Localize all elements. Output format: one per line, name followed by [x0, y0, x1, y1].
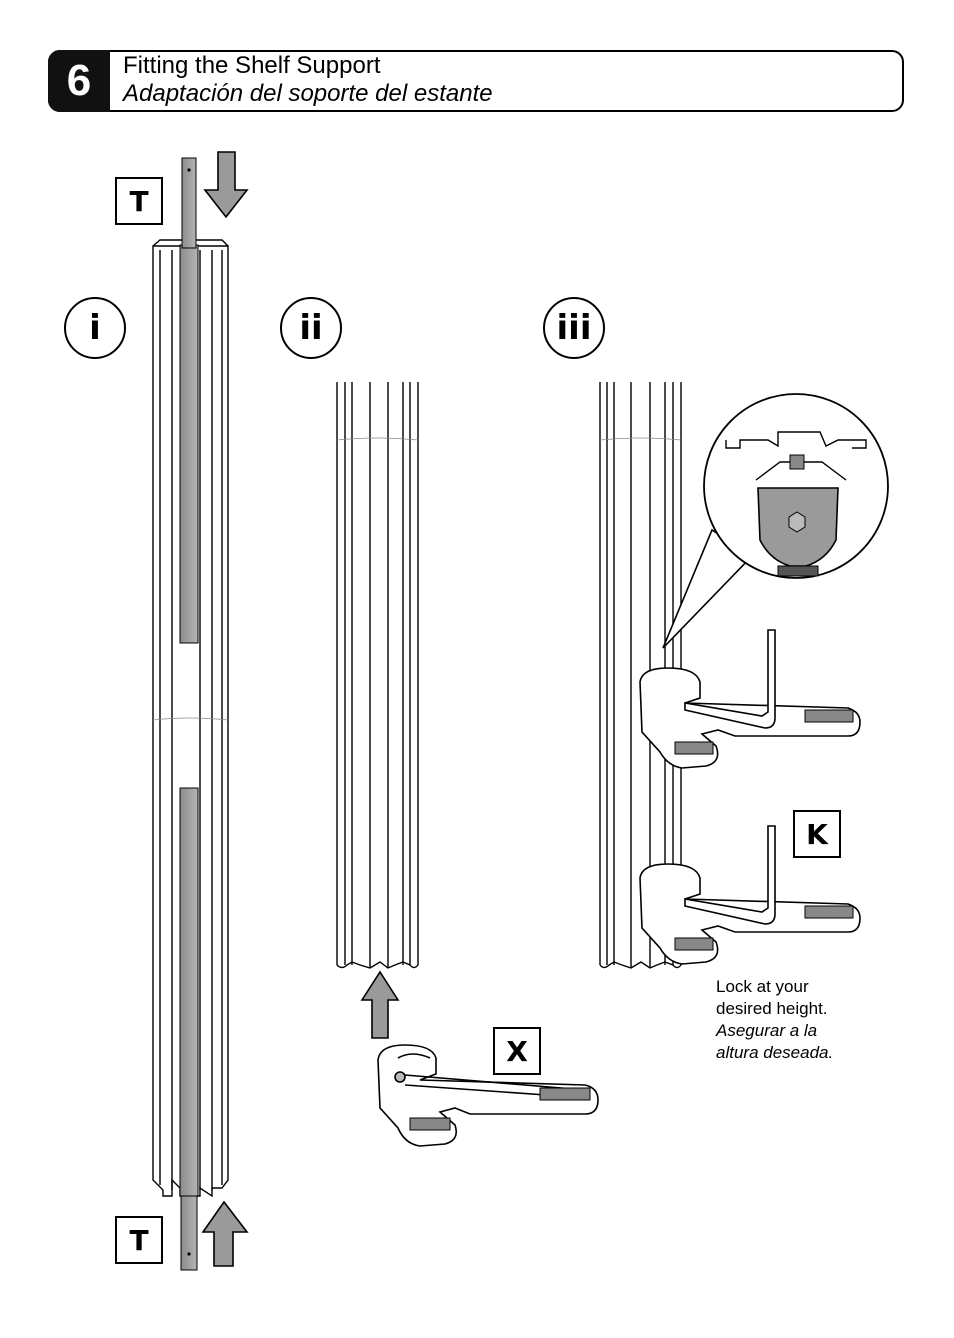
panel-numeral-iii: iii	[543, 297, 605, 359]
shelf-bracket-x	[377, 1044, 599, 1147]
note-en-line1: Lock at your	[716, 977, 809, 996]
strip-bottom-protruding	[180, 1195, 198, 1271]
panel-numeral-ii: ii	[280, 297, 342, 359]
up-arrow-bottom	[201, 1200, 249, 1267]
step-header	[48, 50, 904, 112]
strip-top-protruding	[181, 157, 197, 249]
part-label-t-bottom: T	[115, 1216, 163, 1264]
step-title-english: Fitting the Shelf Support	[123, 52, 381, 79]
shelf-bracket-upper	[639, 629, 861, 769]
detail-magnifier	[662, 393, 889, 649]
step-title-spanish: Adaptación del soporte del estante	[123, 80, 493, 107]
note-en-line2: desired height.	[716, 999, 828, 1018]
upright-post-i	[152, 239, 229, 1198]
note-es-line1: Asegurar a la	[716, 1021, 818, 1040]
step-number: 6	[48, 50, 110, 112]
part-label-t-top: T	[115, 177, 163, 225]
down-arrow	[203, 151, 249, 219]
shelf-bracket-lower	[639, 825, 861, 965]
up-arrow-ii	[360, 970, 400, 1039]
instruction-note: Lock at your desired height. Asegurar a …	[716, 976, 833, 1064]
panel-numeral-i: i	[64, 297, 126, 359]
part-label-k: K	[793, 810, 841, 858]
strip-upper-segment	[179, 244, 199, 644]
strip-lower-segment	[179, 787, 199, 1197]
note-es-line2: altura deseada.	[716, 1043, 834, 1062]
part-label-x: X	[493, 1027, 541, 1075]
upright-post-ii	[336, 382, 419, 969]
